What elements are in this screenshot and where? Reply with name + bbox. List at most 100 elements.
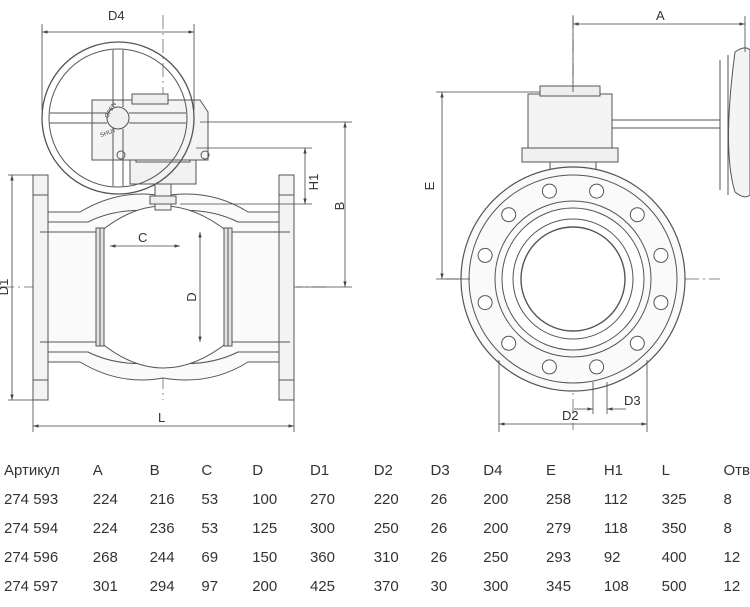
table-cell: 310 (373, 549, 399, 566)
table-cell: 8 (723, 491, 732, 508)
table-cell: 300 (309, 520, 335, 537)
dim-label-a: A (656, 8, 665, 23)
gear-mark-shut: SHUT (100, 128, 118, 139)
table-cell: 108 (603, 578, 629, 595)
bolt-hole (541, 359, 557, 375)
gearbox (129, 159, 197, 185)
ball (99, 205, 229, 369)
table-cell: 118 (603, 520, 628, 537)
bolt-hole (477, 295, 493, 311)
table-cell: 293 (546, 549, 572, 566)
dim-label-b: B (332, 202, 347, 211)
table-cell: 26 (430, 549, 448, 566)
bolt-hole (653, 247, 669, 263)
bolt-hole (477, 247, 493, 263)
bolt-hole (501, 207, 517, 223)
dim-label-d1: D1 (0, 279, 11, 296)
table-cell: 97 (201, 578, 219, 595)
bolt-holes (477, 183, 669, 375)
table-cell: 112 (603, 491, 628, 508)
table-cell: 224 (92, 520, 118, 537)
front-bore (520, 226, 626, 332)
bolt-hole (501, 335, 517, 351)
dim-label-d4: D4 (108, 8, 125, 23)
table-cell: 220 (373, 491, 399, 508)
table-header-cell: E (546, 462, 557, 479)
table-cell: 301 (92, 578, 118, 595)
table-header-cell: L (661, 462, 670, 479)
table-row: 274 593 224 216 53 100 270 220 26 200 258 112 325 8 (0, 485, 750, 514)
table-cell: 300 (483, 578, 509, 595)
table-cell: 270 (309, 491, 335, 508)
table-cell: 12 (723, 578, 741, 595)
table-header-cell: D1 (309, 462, 330, 479)
front-gearbox (527, 93, 613, 157)
side-view (0, 15, 330, 401)
side-dimensions (8, 24, 352, 432)
table-cell: 350 (661, 520, 687, 537)
table-cell: 360 (309, 549, 335, 566)
table-cell: 294 (149, 578, 175, 595)
front-view (445, 15, 750, 430)
table-cell: 53 (201, 491, 219, 508)
table-cell: 425 (309, 578, 335, 595)
table-cell: 100 (252, 491, 278, 508)
bolt-hole (589, 359, 605, 375)
table-cell: 500 (661, 578, 687, 595)
front-dimensions (436, 16, 746, 432)
table-cell: 30 (430, 578, 448, 595)
dim-label-d: D (184, 292, 199, 301)
dim-label-h1: H1 (306, 174, 321, 191)
handwheel (41, 41, 195, 195)
table-cell: 325 (661, 491, 687, 508)
table-cell: 224 (92, 491, 118, 508)
table-cell: 274 593 (4, 491, 59, 508)
table-cell: 53 (201, 520, 219, 537)
table-header-cell: D3 (430, 462, 450, 479)
table-header-cell: D (252, 462, 264, 479)
table-cell: 258 (546, 491, 572, 508)
bolt-hole (629, 207, 645, 223)
table-header-cell: D4 (483, 462, 503, 479)
table-cell: 8 (723, 520, 732, 537)
table-cell: 92 (603, 549, 621, 566)
table-cell: 216 (149, 491, 175, 508)
valve-drawing: OPEN SHUT D4 H1 B C D D1 L (0, 8, 750, 432)
table-cell: 200 (483, 520, 509, 537)
bolt-hole (629, 335, 645, 351)
table-cell: 12 (723, 549, 741, 566)
table-header-cell: Отв (723, 462, 750, 479)
right-flange (278, 174, 295, 401)
table-header-cell: B (149, 462, 160, 479)
dim-label-e: E (422, 181, 437, 190)
table-cell: 400 (661, 549, 687, 566)
table-cell: 274 596 (4, 549, 59, 566)
bolt-hole (541, 183, 557, 199)
table-cell: 26 (430, 491, 448, 508)
table-cell: 69 (201, 549, 219, 566)
table-header-cell: C (201, 462, 213, 479)
table-header-cell: D2 (373, 462, 393, 479)
table-cell: 200 (252, 578, 278, 595)
table-cell: 274 597 (4, 578, 59, 595)
front-handwheel (728, 47, 750, 198)
table-cell: 279 (546, 520, 572, 537)
bolt-hole (589, 183, 605, 199)
table-cell: 370 (373, 578, 399, 595)
table-cell: 150 (252, 549, 278, 566)
table-cell: 125 (252, 520, 278, 537)
table-header-cell: H1 (603, 462, 624, 479)
left-flange (32, 174, 49, 401)
table-cell: 26 (430, 520, 448, 537)
table-cell: 268 (92, 549, 118, 566)
dim-label-d3: D3 (624, 393, 641, 408)
dim-label-l: L (158, 410, 165, 425)
table-header-cell: A (92, 462, 103, 479)
table-cell: 236 (149, 520, 175, 537)
dim-label-c: C (138, 230, 147, 245)
table-cell: 345 (546, 578, 572, 595)
table-cell: 200 (483, 491, 509, 508)
